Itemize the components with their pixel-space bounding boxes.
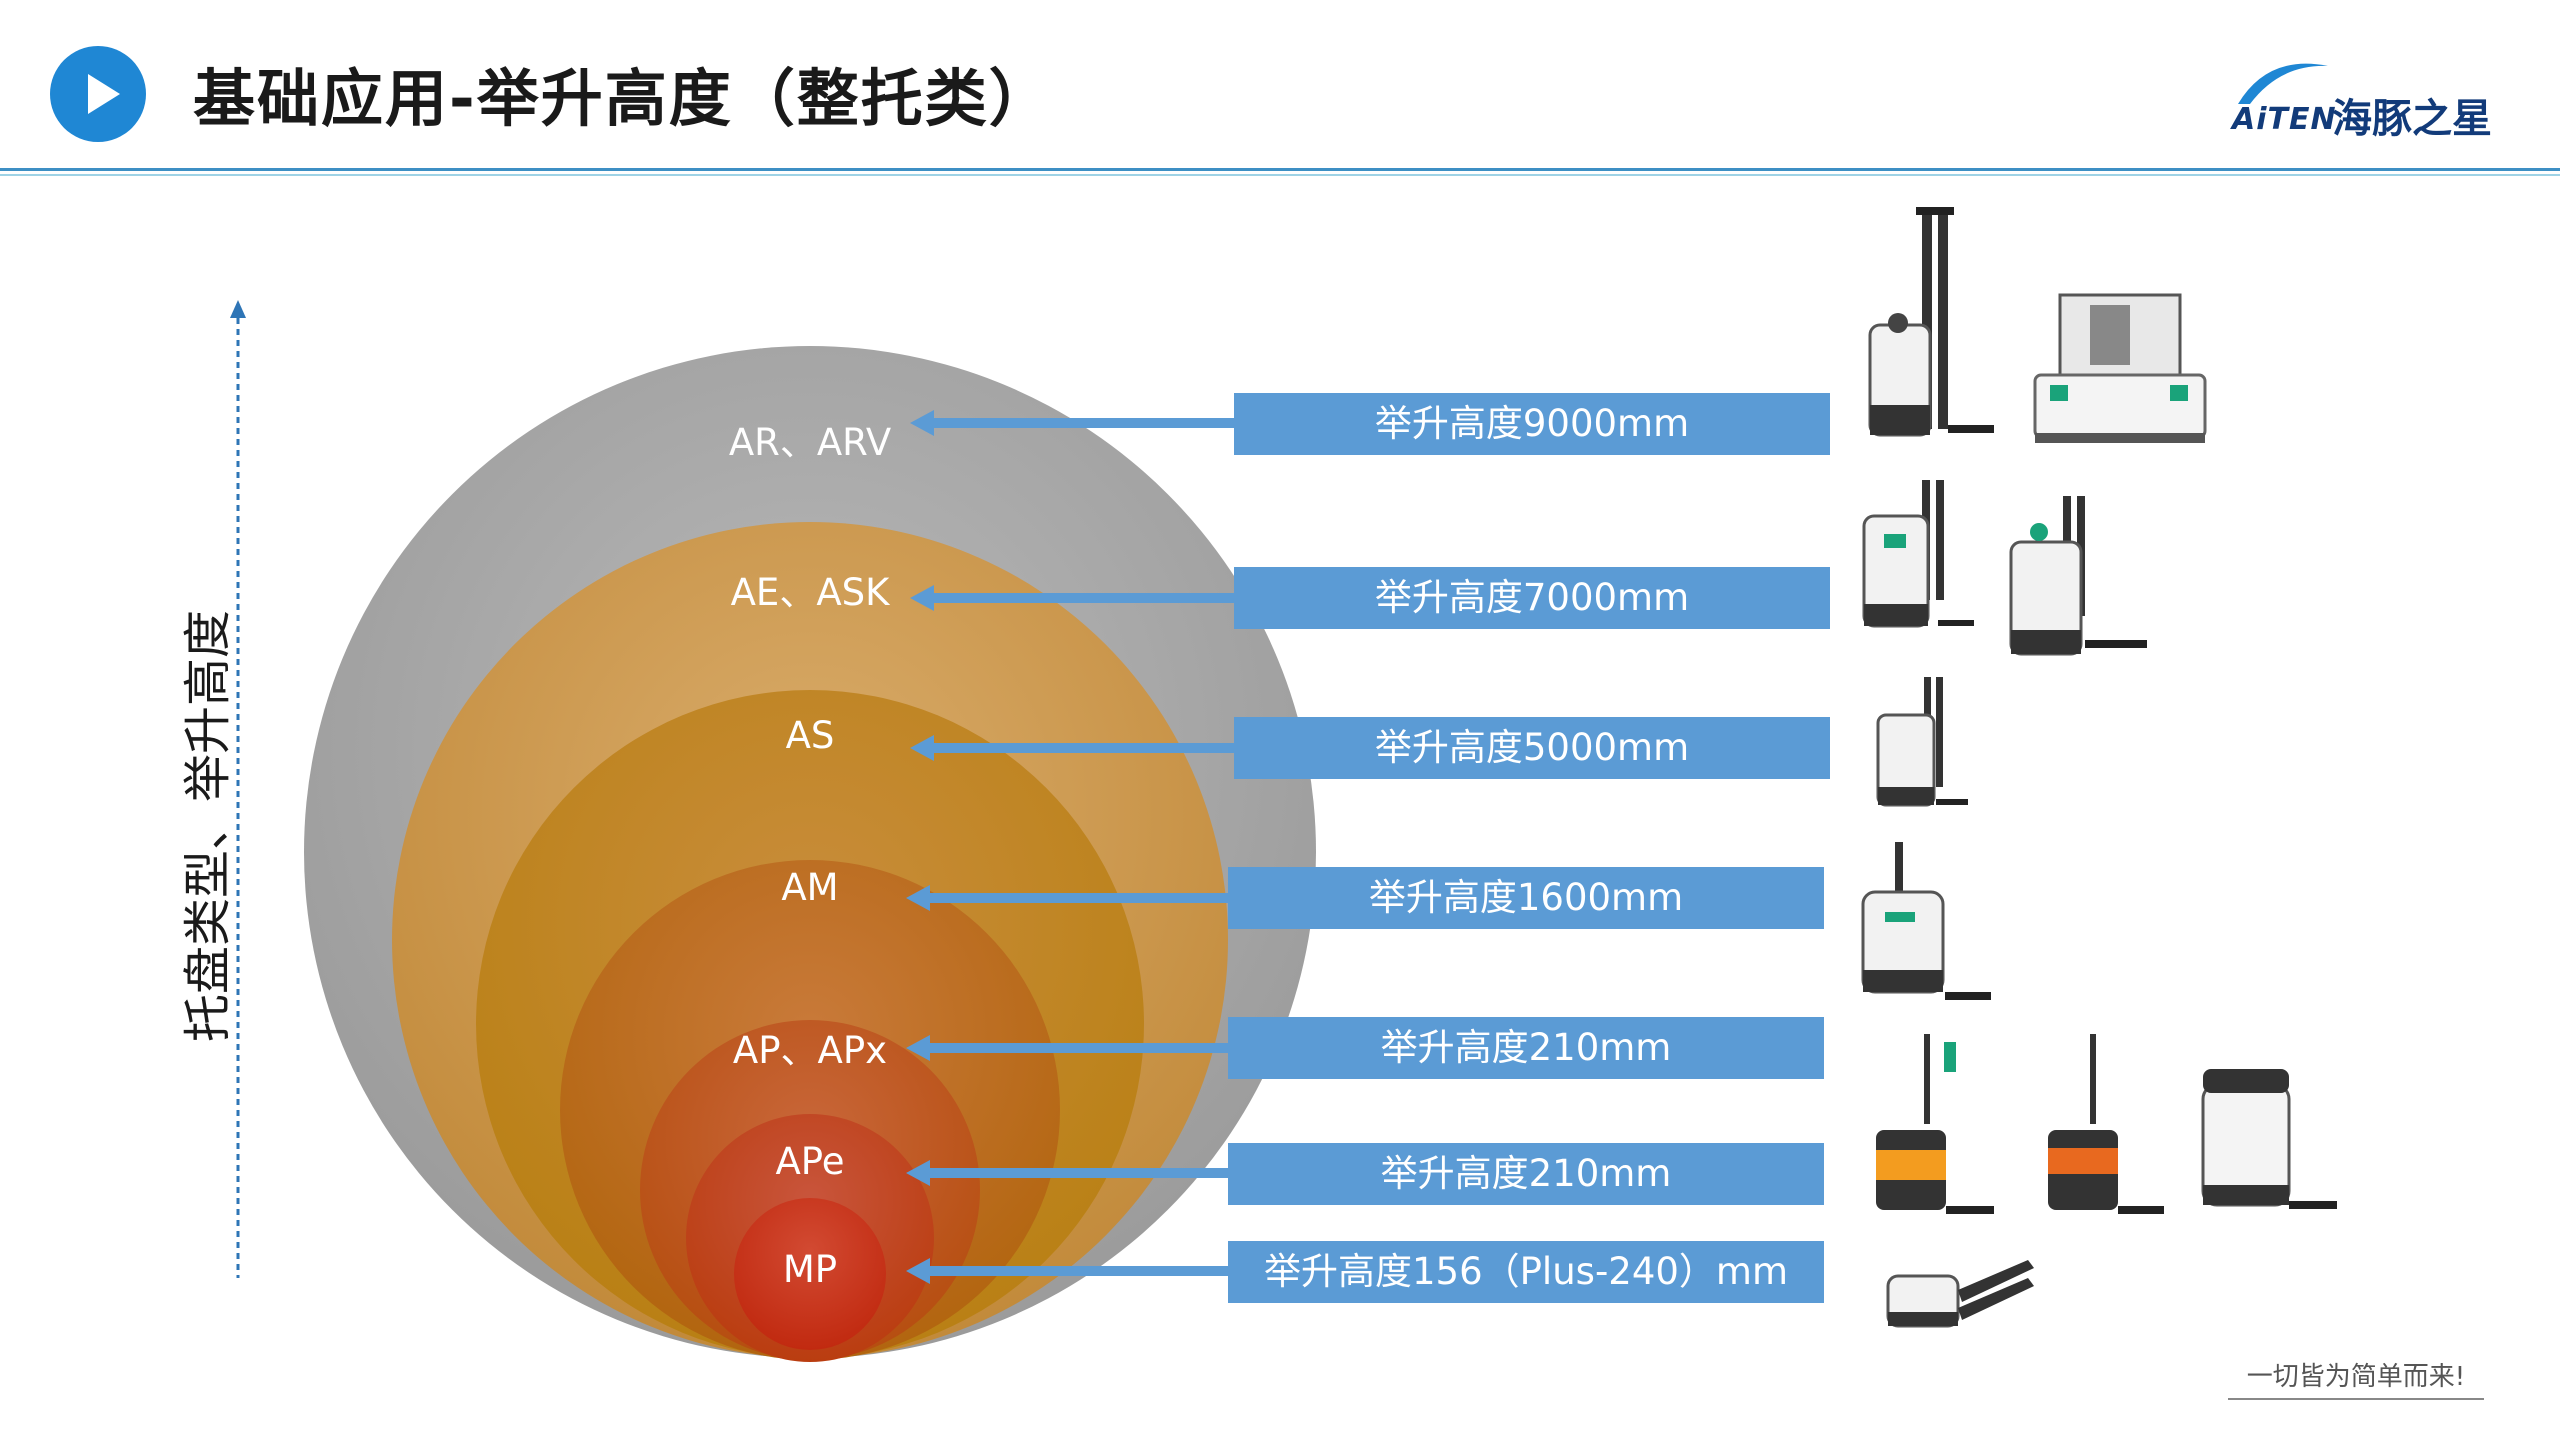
logo-swoosh-icon: [2238, 63, 2328, 104]
robot-apx-white-image: [2201, 1069, 2337, 1209]
robot-box-agv-image: [2033, 293, 2207, 443]
lift-height-9000: 举升高度9000mm: [1234, 393, 1830, 455]
lift-height-7000: 举升高度7000mm: [1234, 567, 1830, 629]
robot-am-image: [1861, 842, 1991, 1000]
lift-height-210-ape: 举升高度210mm: [1228, 1143, 1824, 1205]
page-title: 基础应用-举升高度（整托类）: [193, 62, 1053, 135]
robot-ap-orange-image: [1876, 1034, 1994, 1214]
robot-ae-image: [1862, 480, 1974, 628]
lift-height-210-ap: 举升高度210mm: [1228, 1017, 1824, 1079]
header-divider: [0, 168, 2560, 171]
model-label-ap-apx: AP、APx: [732, 1029, 888, 1072]
footer-slogan: 一切皆为简单而来!: [2246, 1362, 2466, 1392]
lift-height-156: 举升高度156（Plus-240）mm: [1228, 1241, 1824, 1303]
robot-as-image: [1876, 677, 1968, 807]
model-label-ape: APe: [775, 1140, 845, 1183]
circle-mp: [734, 1198, 886, 1350]
lift-height-1600: 举升高度1600mm: [1228, 867, 1824, 929]
model-label-ae-ask: AE、ASK: [730, 571, 890, 614]
robot-mp-image: [1886, 1260, 2034, 1328]
nested-circles-diagram: [304, 346, 1316, 1362]
vertical-axis-arrow: [230, 300, 246, 1278]
header-divider-light: [0, 174, 2560, 176]
slide-header: 基础应用-举升高度（整托类） AiTEN 海豚之星: [0, 0, 2560, 178]
logo-sub-text: AiTEN: [2232, 102, 2337, 137]
footer-underline: [2228, 1398, 2484, 1400]
logo-text: 海豚之星: [2332, 96, 2492, 142]
model-label-am: AM: [781, 866, 839, 909]
model-label-mp: MP: [782, 1248, 838, 1291]
company-logo: AiTEN 海豚之星: [2228, 52, 2508, 142]
model-label-ar-arv: AR、ARV: [728, 421, 892, 464]
robot-ask-image: [2009, 496, 2147, 656]
play-icon[interactable]: [50, 46, 146, 142]
robot-reach-stacker-image: [1868, 207, 1994, 437]
lift-height-5000: 举升高度5000mm: [1234, 717, 1830, 779]
robot-ape-orange-image: [2048, 1034, 2164, 1214]
model-label-as: AS: [785, 714, 835, 757]
